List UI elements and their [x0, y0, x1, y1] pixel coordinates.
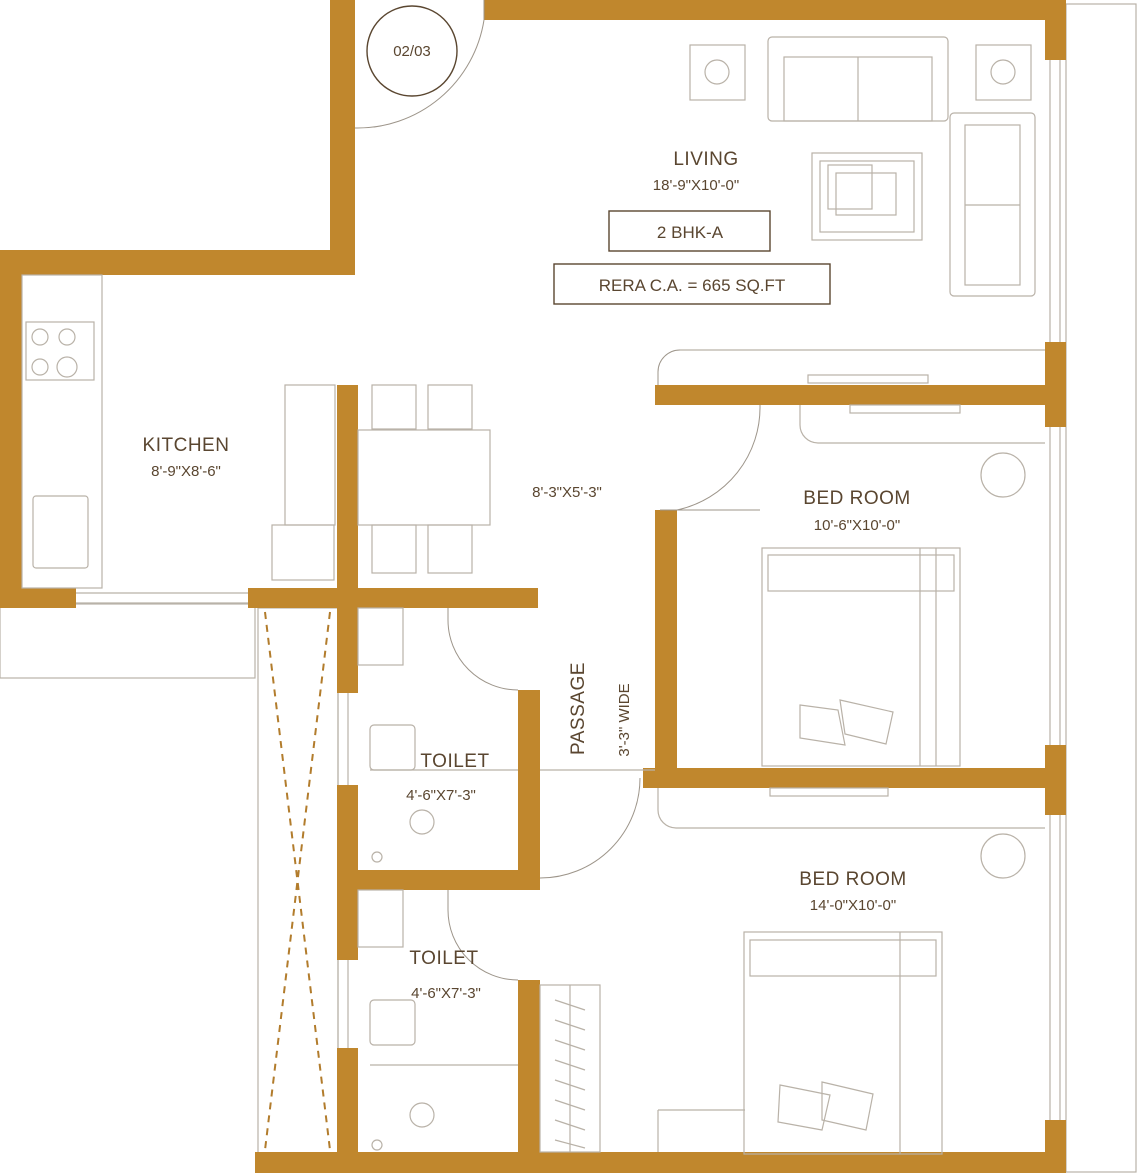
bedroom-2-label: BED ROOM: [799, 869, 906, 890]
balcony-sliding-door: [264, 611, 349, 1151]
kitchen-label: KITCHEN: [143, 435, 230, 456]
passage-label: PASSAGE: [568, 662, 589, 755]
kitchen-fixtures: [21, 274, 103, 589]
living-furniture: [689, 36, 1036, 384]
flat-number: 02/03: [393, 43, 431, 60]
kitchen-dims: 8'-9"X8'-6": [151, 463, 221, 480]
flat-number-badge: 02/03: [366, 5, 458, 97]
carpet-area-box: [553, 263, 831, 305]
living-label: LIVING: [673, 149, 738, 170]
toilet-2-dims: 4'-6"X7'-3": [411, 985, 481, 1002]
main-door: [354, 0, 485, 129]
bedroom-1-dims: 10'-6"X10'-0": [814, 517, 900, 534]
living-dims: 18'-9"X10'-0": [653, 177, 739, 194]
bedroom-1-furniture: [657, 349, 1045, 767]
carpet-area: RERA C.A. = 665 SQ.FT: [599, 276, 786, 295]
windows: [76, 60, 1061, 1120]
bedroom-2-dims: 14'-0"X10'-0": [810, 897, 896, 914]
toilet-2-label: TOILET: [409, 948, 478, 969]
toilet-1-fixtures: [357, 607, 519, 863]
bedroom-2-furniture: [539, 777, 1045, 1155]
unit-type-box: [608, 210, 771, 252]
dining-dims: 8'-3"X5'-3": [532, 484, 602, 501]
bedroom-1-label: BED ROOM: [803, 488, 910, 509]
unit-type: 2 BHK-A: [657, 223, 724, 242]
toilet-2-fixtures: [357, 889, 519, 1151]
toilet-1-label: TOILET: [420, 751, 489, 772]
toilet-1-dims: 4'-6"X7'-3": [406, 787, 476, 804]
dining-set: [271, 384, 491, 581]
passage-dims: 3'-3" WIDE: [616, 683, 633, 756]
walls: [0, 0, 1066, 1173]
